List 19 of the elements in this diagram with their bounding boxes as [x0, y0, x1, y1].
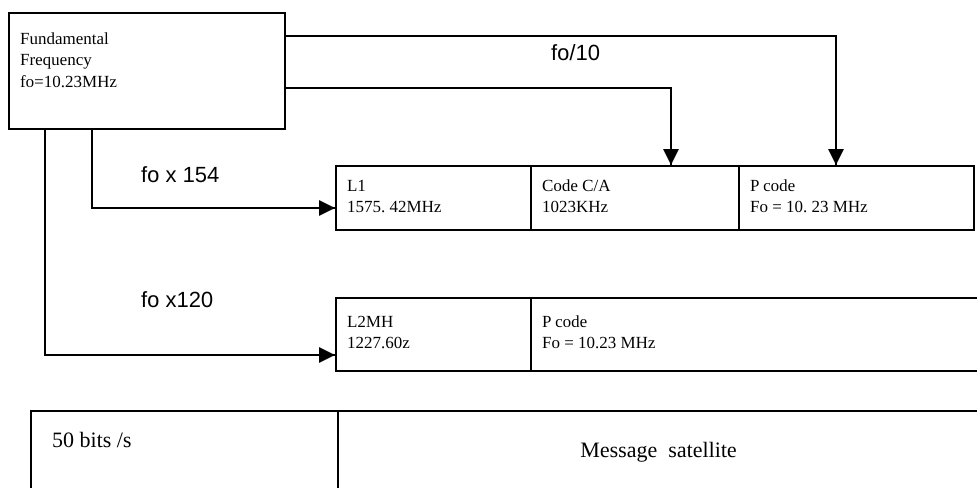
- signal-cell: [530, 297, 977, 372]
- signal-cell: [335, 165, 532, 231]
- signal-cell: [530, 165, 740, 231]
- node-text: P code Fo = 10. 23 MHz: [750, 175, 868, 218]
- node-text: L2MH 1227.60z: [347, 311, 410, 354]
- arrow: [44, 130, 335, 363]
- arrow: [91, 130, 335, 216]
- node-text: Fundamental Frequency fo=10.23MHz: [20, 28, 117, 92]
- node-text: L1 1575. 42MHz: [347, 175, 442, 218]
- arrow: [286, 35, 844, 165]
- node-text: 50 bits /s: [52, 426, 132, 454]
- source-box: [8, 12, 286, 130]
- signal-cell: [738, 165, 975, 231]
- arrow: [286, 87, 679, 165]
- node-text: P code Fo = 10.23 MHz: [542, 311, 656, 354]
- signal-cell: [30, 410, 339, 488]
- signal-cell: [335, 297, 532, 372]
- node-text: Code C/A 1023KHz: [542, 175, 612, 218]
- node-text: Message satellite: [580, 436, 737, 464]
